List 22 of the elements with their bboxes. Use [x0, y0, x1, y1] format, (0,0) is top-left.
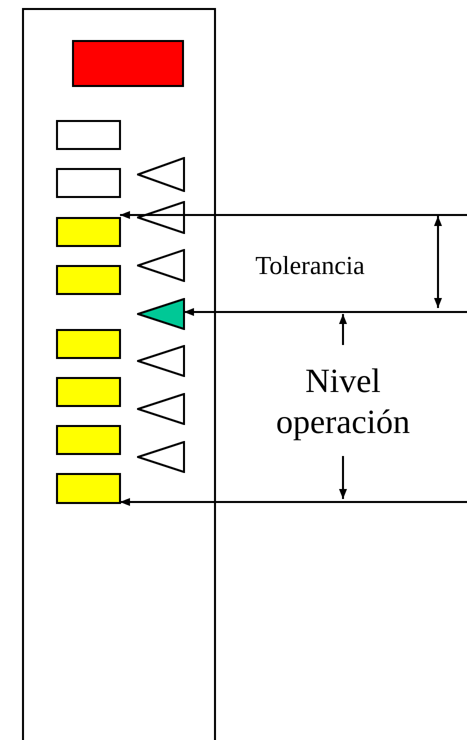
indicator-lamp — [56, 377, 121, 407]
arrow — [120, 211, 467, 219]
indicator-lamp — [56, 217, 121, 247]
indicator-lamp — [56, 473, 121, 504]
level-marker — [137, 298, 185, 330]
arrow — [120, 498, 467, 506]
operating-level-label: Nivel operación — [274, 362, 412, 443]
level-marker — [137, 441, 185, 473]
level-marker — [137, 345, 185, 377]
indicator-lamp — [56, 329, 121, 359]
indicator-lamp — [56, 425, 121, 455]
arrow — [184, 308, 467, 316]
indicator-panel — [22, 8, 216, 740]
level-marker — [137, 393, 185, 425]
indicator-lamp — [56, 265, 121, 295]
indicator-lamp — [56, 168, 121, 198]
level-marker — [137, 157, 185, 192]
tolerance-label: Tolerancia — [254, 250, 366, 282]
level-marker — [137, 201, 185, 234]
level-marker — [137, 249, 185, 282]
indicator-lamp — [56, 120, 121, 150]
indicator-lamp — [72, 40, 184, 87]
